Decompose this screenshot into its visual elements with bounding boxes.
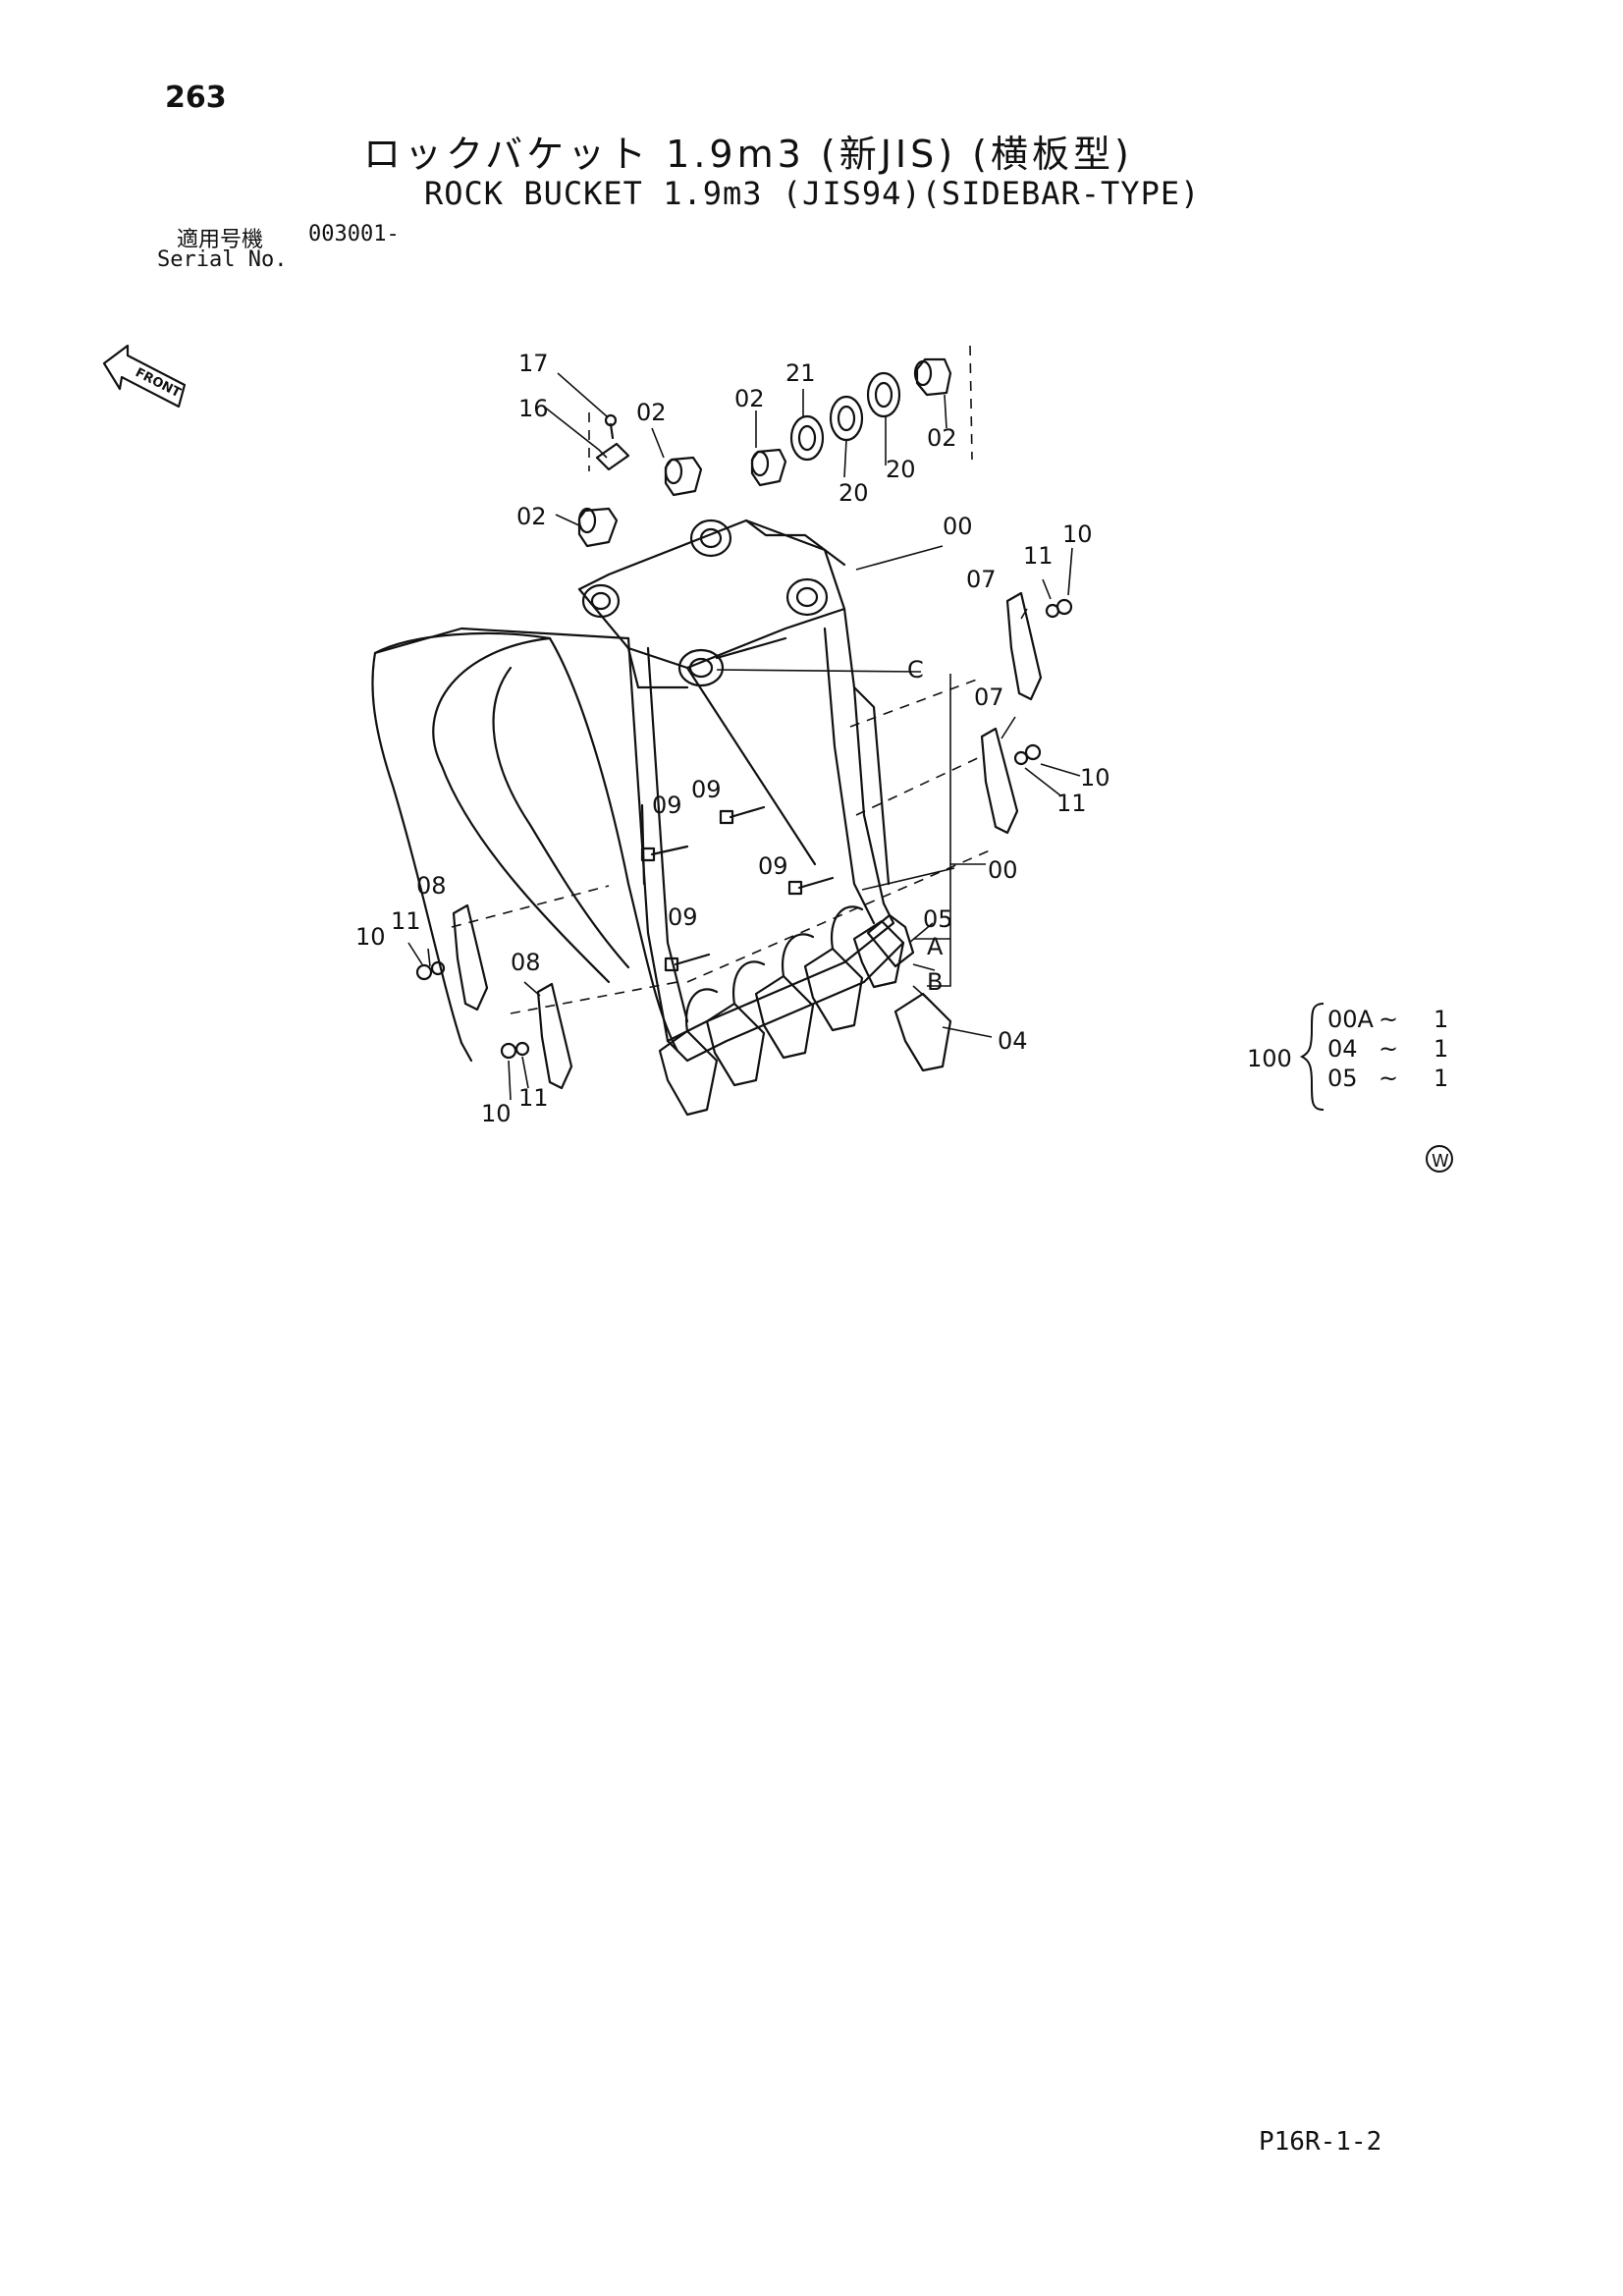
callout-08-a: 08 bbox=[416, 872, 447, 900]
edge-plate-05 bbox=[866, 913, 915, 968]
kit-brace bbox=[1299, 1003, 1325, 1111]
callout-11-c: 11 bbox=[391, 907, 421, 935]
kit-item-1-part: 00A bbox=[1327, 1006, 1375, 1033]
callout-04: 04 bbox=[998, 1027, 1028, 1055]
callout-02-d: 02 bbox=[516, 503, 547, 530]
callout-21: 21 bbox=[785, 359, 816, 387]
callout-05: 05 bbox=[923, 905, 953, 933]
side-cutters-07 bbox=[980, 591, 1043, 835]
title-english: ROCK BUCKET 1.9m3 (JIS94)(SIDEBAR-TYPE) bbox=[424, 175, 1201, 212]
kit-item-2-part: 04 bbox=[1327, 1035, 1358, 1063]
kit-item-1-qty: 1 bbox=[1434, 1006, 1448, 1033]
callout-00-b: 00 bbox=[988, 856, 1018, 884]
leader-lines bbox=[407, 345, 1081, 1101]
callout-20-b: 20 bbox=[886, 456, 916, 483]
callout-16: 16 bbox=[518, 395, 549, 422]
callout-17: 17 bbox=[518, 350, 549, 377]
front-arrow-icon: FRONT bbox=[102, 344, 187, 409]
callout-11-a: 11 bbox=[1023, 542, 1054, 570]
document-code: P16R-1-2 bbox=[1259, 2127, 1382, 2157]
callout-10-d: 10 bbox=[481, 1100, 512, 1127]
kit-item-3-part: 05 bbox=[1327, 1065, 1358, 1092]
callout-02-a: 02 bbox=[636, 399, 667, 426]
kit-item-3-qty: 1 bbox=[1434, 1065, 1448, 1092]
callout-08-b: 08 bbox=[511, 949, 541, 976]
kit-number: 100 bbox=[1247, 1045, 1292, 1072]
nuts-washers bbox=[415, 598, 1073, 1060]
bucket-body bbox=[371, 519, 905, 1063]
title-japanese: ロックバケット 1.9m3 (新JIS) (横板型) bbox=[363, 133, 1133, 176]
callout-10-c: 10 bbox=[355, 923, 386, 951]
bucket-teeth bbox=[658, 905, 905, 1117]
callout-09-d: 09 bbox=[668, 903, 698, 931]
kit-composition: 100 00A ~ 1 04 ~ 1 05 ~ 1 bbox=[1247, 1003, 1448, 1111]
callout-07-a: 07 bbox=[966, 566, 997, 593]
callout-00-a: 00 bbox=[943, 513, 973, 540]
callout-07-b: 07 bbox=[974, 683, 1004, 711]
serial-number-value: 003001- bbox=[308, 222, 400, 246]
callout-11-d: 11 bbox=[518, 1084, 549, 1112]
callout-09-b: 09 bbox=[691, 776, 722, 803]
callout-A: A bbox=[927, 933, 944, 960]
circled-w-mark: W bbox=[1426, 1145, 1453, 1173]
tooth-part-04 bbox=[893, 992, 952, 1072]
page-number: 263 bbox=[165, 81, 227, 115]
callout-C: C bbox=[907, 656, 924, 683]
bolts-09 bbox=[640, 805, 835, 972]
serial-label-english: Serial No. bbox=[157, 247, 288, 272]
callout-11-b: 11 bbox=[1056, 790, 1087, 817]
callout-09-a: 09 bbox=[652, 792, 682, 819]
mark-letter: W bbox=[1432, 1151, 1449, 1172]
callout-10-b: 10 bbox=[1080, 764, 1110, 792]
callout-10-a: 10 bbox=[1062, 520, 1093, 548]
serial-label-japanese: 適用号機 bbox=[177, 228, 264, 252]
kit-item-3-sep: ~ bbox=[1379, 1065, 1398, 1092]
callout-02-b: 02 bbox=[734, 385, 765, 412]
side-cutters-08 bbox=[452, 903, 573, 1090]
callout-02-c: 02 bbox=[927, 424, 957, 452]
callout-20-a: 20 bbox=[839, 479, 869, 507]
callout-09-c: 09 bbox=[758, 852, 788, 880]
kit-item-1-sep: ~ bbox=[1379, 1006, 1398, 1033]
callout-B: B bbox=[927, 968, 943, 996]
callout-labels: 17 16 02 02 21 02 02 20 20 00 07 11 10 C… bbox=[355, 350, 1110, 1127]
top-pin-parts bbox=[577, 357, 952, 548]
kit-item-2-qty: 1 bbox=[1434, 1035, 1448, 1063]
kit-item-2-sep: ~ bbox=[1379, 1035, 1398, 1063]
